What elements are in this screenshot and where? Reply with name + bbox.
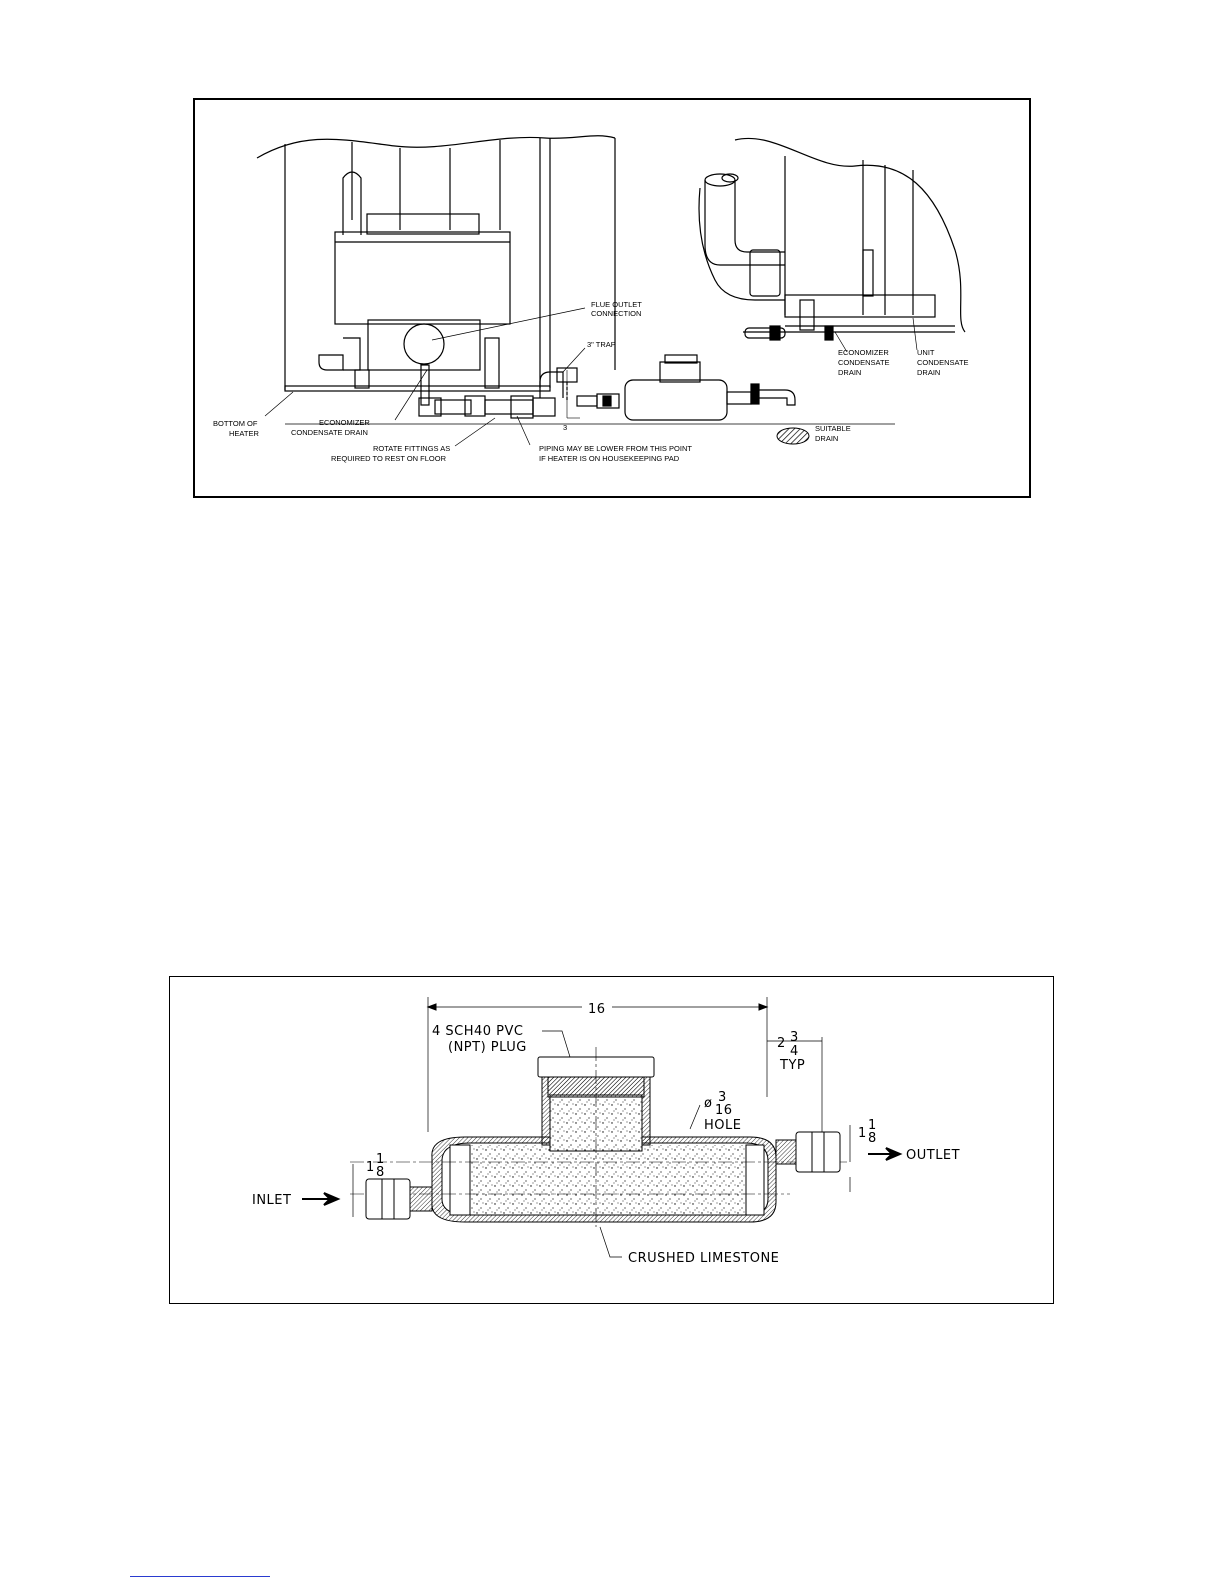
crushed-limestone	[470, 1145, 746, 1215]
label-econ-drain-left-2: CONDENSATE DRAIN	[291, 428, 368, 437]
economizer-box	[334, 231, 511, 325]
unit-union-mid	[824, 325, 834, 341]
label-dim-2-whole: 2	[777, 1036, 786, 1051]
label-econ-drain-left: ECONOMIZER	[319, 418, 370, 427]
unit-union-left	[769, 325, 781, 341]
label-dim-2-num: 3	[790, 1030, 799, 1045]
label-piping: PIPING MAY BE LOWER FROM THIS POINT	[539, 444, 692, 453]
label-hole: HOLE	[704, 1118, 741, 1133]
label-hole-den: 16	[715, 1103, 733, 1118]
label-dim-118-right-den: 8	[868, 1131, 877, 1146]
label-rotate-fittings-2: REQUIRED TO REST ON FLOOR	[331, 454, 447, 463]
label-rotate-fittings: ROTATE FITTINGS AS	[373, 444, 450, 453]
label-suitable-drain: SUITABLE	[815, 424, 851, 433]
label-dim-118-left-den: 8	[376, 1165, 385, 1180]
label-flue-outlet: FLUE OUTLET	[591, 300, 642, 309]
flue-outlet-circle	[403, 323, 445, 365]
label-hole-symbol: ø	[704, 1096, 712, 1111]
label-unit-drain-3: DRAIN	[917, 368, 940, 377]
label-dim-118-left-whole: 1	[366, 1160, 375, 1175]
label-unit-drain: UNIT	[917, 348, 935, 357]
label-dim-118-left-num: 1	[376, 1152, 385, 1167]
label-unit-drain-2: CONDENSATE	[917, 358, 969, 367]
label-plug-2: (NPT) PLUG	[448, 1040, 527, 1055]
label-piping-2: IF HEATER IS ON HOUSEKEEPING PAD	[539, 454, 680, 463]
label-outlet: OUTLET	[906, 1148, 960, 1163]
label-bottom-heater-2: HEATER	[229, 429, 259, 438]
inlet-union	[365, 1178, 411, 1220]
label-econ-drain-right-2: CONDENSATE	[838, 358, 890, 367]
label-suitable-drain-2: DRAIN	[815, 434, 838, 443]
label-inlet: INLET	[252, 1193, 291, 1208]
heater-base	[284, 385, 551, 392]
footer-rule	[130, 1576, 270, 1577]
outlet-union	[795, 1131, 841, 1173]
label-typ: TYP	[779, 1058, 805, 1073]
label-dim-118-right-num: 1	[868, 1118, 877, 1133]
label-dim-3: 3	[563, 423, 567, 432]
outlet-arrow-icon	[868, 1147, 903, 1161]
label-crushed-limestone: CRUSHED LIMESTONE	[628, 1251, 779, 1266]
label-econ-drain-right: ECONOMIZER	[838, 348, 889, 357]
label-dim-118-right-whole: 1	[858, 1126, 867, 1141]
neutralizer-detail-figure: 16 4 SCH40 PVC (NPT) PLUG 2 3 4 TYP ø 3 …	[169, 976, 1054, 1304]
installation-drawing: FLUE OUTLET CONNECTION 3" TRAP BOTTOM OF…	[213, 135, 969, 463]
inlet-arrow-icon	[302, 1192, 341, 1206]
heater-break-line	[256, 135, 616, 159]
label-econ-drain-right-3: DRAIN	[838, 368, 861, 377]
neutralizer-drawing: 16 4 SCH40 PVC (NPT) PLUG 2 3 4 TYP ø 3 …	[252, 997, 960, 1266]
label-hole-num: 3	[718, 1090, 727, 1105]
suitable-drain-icon	[776, 427, 810, 445]
label-bottom-heater: BOTTOM OF	[213, 419, 258, 428]
label-plug-1: 4 SCH40 PVC	[432, 1024, 524, 1039]
condensate-drain-installation-figure: FLUE OUTLET CONNECTION 3" TRAP BOTTOM OF…	[193, 98, 1031, 498]
label-trap: 3" TRAP	[587, 340, 616, 349]
unit-break-line	[734, 137, 966, 333]
label-dim-16: 16	[588, 1002, 606, 1017]
drain-union	[602, 395, 612, 407]
label-dim-2-den: 4	[790, 1044, 799, 1059]
label-flue-outlet-2: CONNECTION	[591, 309, 641, 318]
neutralizer-body	[624, 379, 728, 421]
